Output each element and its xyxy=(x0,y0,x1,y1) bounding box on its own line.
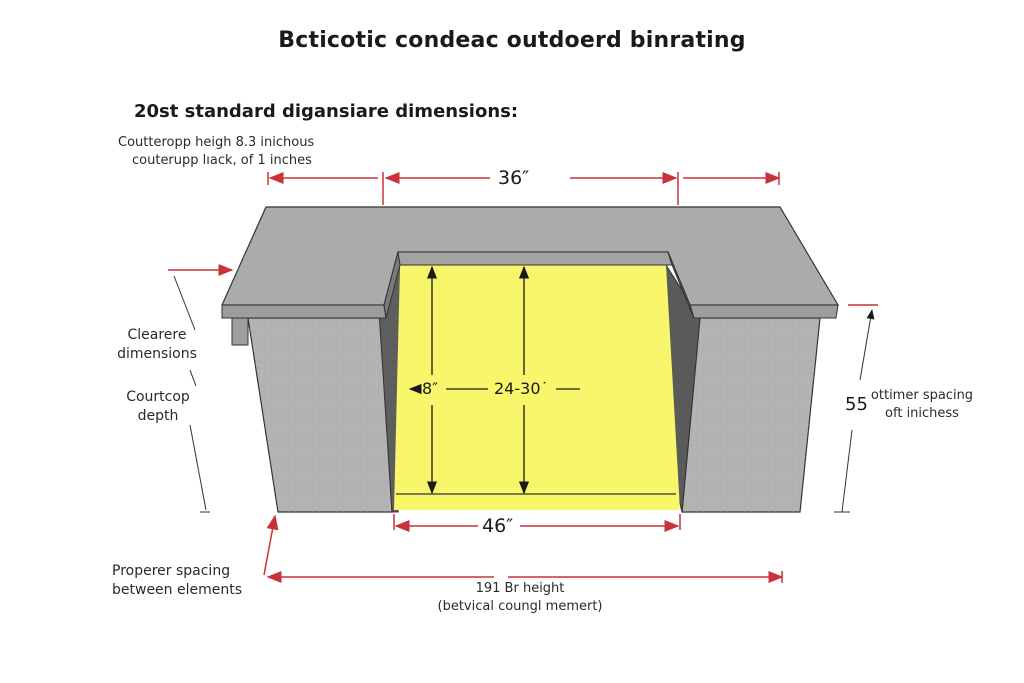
right-base-block xyxy=(681,317,821,513)
opening-height-dimension xyxy=(408,265,580,495)
left-base-block xyxy=(231,317,393,513)
top-width-dimension xyxy=(267,172,781,205)
countertop-back-note: couterupp lıack, of 1 inches xyxy=(132,153,312,168)
right-spacing-value: 55 xyxy=(845,394,868,415)
diagram-title: Bcticotic condeac outdoerd binrating xyxy=(278,28,746,53)
proper-spacing-label: Properer spacing between elements xyxy=(112,563,243,598)
top-width-label: 36″ xyxy=(498,167,530,189)
countertop-height-note: Coutteropp heigh 8.3 inichous xyxy=(118,135,315,150)
opening-height-label: 24-30˙ xyxy=(494,379,549,398)
overall-width-dimension xyxy=(263,514,784,583)
opening-width-dimension xyxy=(393,514,681,532)
countertop-depth-label: Courtcop depth xyxy=(126,389,190,424)
clearance-label: Clearere dimensions xyxy=(117,327,197,362)
opening-depth-label: 8″ xyxy=(422,379,439,398)
diagram-subtitle: 20st standard digansiare dimensions: xyxy=(134,101,519,122)
bar-height-label: 191 Br height (betvical coungl memert) xyxy=(437,581,603,614)
opening-width-label: 46″ xyxy=(482,515,514,537)
appliance-opening xyxy=(394,265,680,510)
